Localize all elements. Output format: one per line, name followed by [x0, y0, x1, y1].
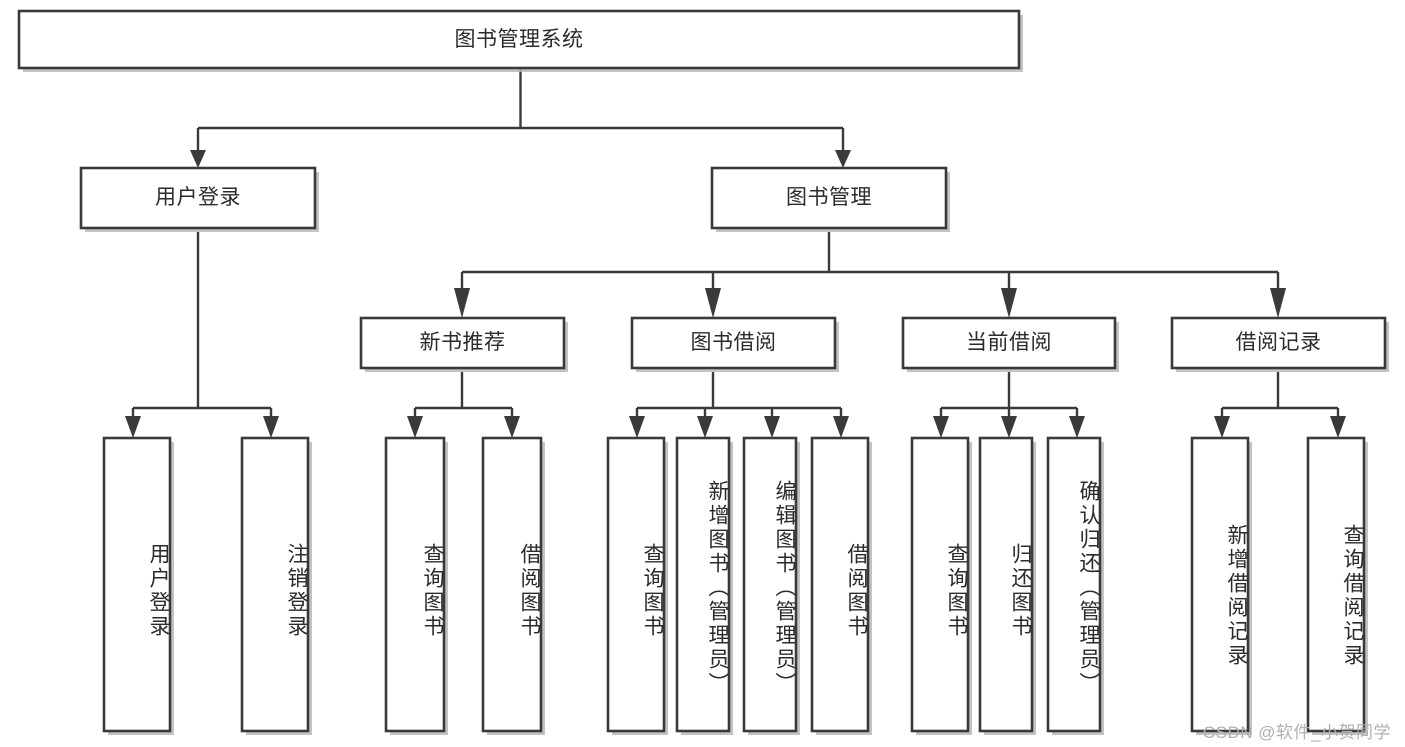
- connector-group-newbook-to-leaves: [407, 372, 520, 438]
- node-rect-leaf[interactable]: [742, 436, 800, 735]
- connector-group-root-to-level2: [190, 68, 851, 168]
- node-rect-leaf[interactable]: [1190, 436, 1252, 735]
- node-rect-user-login[interactable]: [79, 166, 319, 232]
- node-rect-leaf[interactable]: [384, 436, 448, 735]
- node-rect-leaf[interactable]: [606, 436, 668, 735]
- node-rect-book-borrow[interactable]: [630, 316, 839, 372]
- connector-group-booksmgmt-to-level3: [454, 232, 1286, 318]
- node-rect-leaf[interactable]: [1046, 436, 1104, 735]
- node-rect-borrow-record[interactable]: [1170, 316, 1389, 372]
- node-rect-leaf[interactable]: [1306, 436, 1368, 735]
- node-rect-leaf[interactable]: [978, 436, 1036, 735]
- node-rect-leaf[interactable]: [910, 436, 972, 735]
- node-rect-current-borrow[interactable]: [901, 316, 1119, 372]
- node-rect-leaf[interactable]: [102, 436, 174, 735]
- node-rect-book-management[interactable]: [710, 166, 950, 232]
- connector-group-userlogin-to-leaves: [125, 232, 279, 438]
- csdn-watermark: CSDN @软件_小贺同学: [1202, 723, 1391, 742]
- node-rect-leaf[interactable]: [810, 436, 872, 735]
- node-rect-new-book-recommend[interactable]: [359, 316, 568, 372]
- node-rect-leaf[interactable]: [240, 436, 312, 735]
- connector-group-bookborrow-to-leaves: [629, 372, 849, 438]
- node-rect-leaf[interactable]: [481, 436, 545, 735]
- connector-group-currentborrow-to-leaves: [933, 372, 1085, 438]
- node-rect-root[interactable]: [17, 9, 1023, 72]
- node-rect-leaf[interactable]: [675, 436, 733, 735]
- connector-group-borrowrecord-to-leaves: [1214, 372, 1346, 438]
